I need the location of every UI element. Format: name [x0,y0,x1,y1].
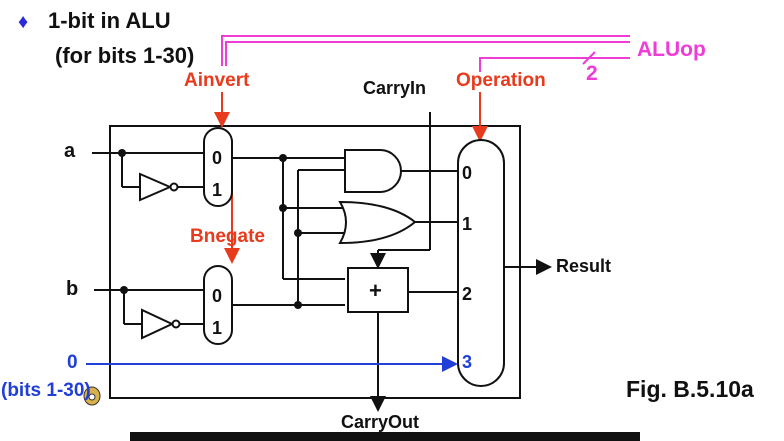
op-mux-input-3: 3 [462,352,473,372]
op-mux-input-1: 1 [462,214,473,234]
figure-label: Fig. B.5.10a [626,376,754,402]
a-mux-input-0: 0 [212,148,223,168]
pen-cursor-icon [83,386,101,406]
heading-bullet: ♦ [18,11,29,33]
carryin-label: CarryIn [363,78,427,98]
b-inverter [141,308,175,340]
adder-symbol: + [369,278,382,303]
heading-line2: (for bits 1-30) [55,43,195,68]
or-gate [338,200,417,245]
and-gate [344,149,402,193]
input-a-label: a [64,140,76,162]
aluop-width-label: 2 [586,62,598,85]
input-b-label: b [66,278,79,300]
a-mux-input-1: 1 [212,180,223,200]
b-mux-input-1: 1 [212,318,223,338]
a-inverter [139,172,173,202]
operation-label: Operation [456,70,546,91]
alu-bit-box [109,125,521,399]
operation-mux [457,139,505,387]
caption-bar [130,432,640,441]
zero-input-label: 0 [67,352,78,373]
op-mux-input-0: 0 [462,163,473,183]
op-mux-input-2: 2 [462,284,473,304]
carryout-label: CarryOut [341,412,420,432]
aluop-label: ALUop [637,38,706,61]
aluop-lines [221,35,630,72]
a-mux [203,127,233,207]
heading-line1: 1-bit in ALU [48,8,171,33]
result-label: Result [556,256,612,276]
junction-dots [118,149,302,309]
ainvert-label: Ainvert [184,70,250,91]
b-mux-input-0: 0 [212,286,223,306]
bits-note-label: (bits 1-30) [1,380,91,401]
bnegate-label: Bnegate [190,226,265,247]
